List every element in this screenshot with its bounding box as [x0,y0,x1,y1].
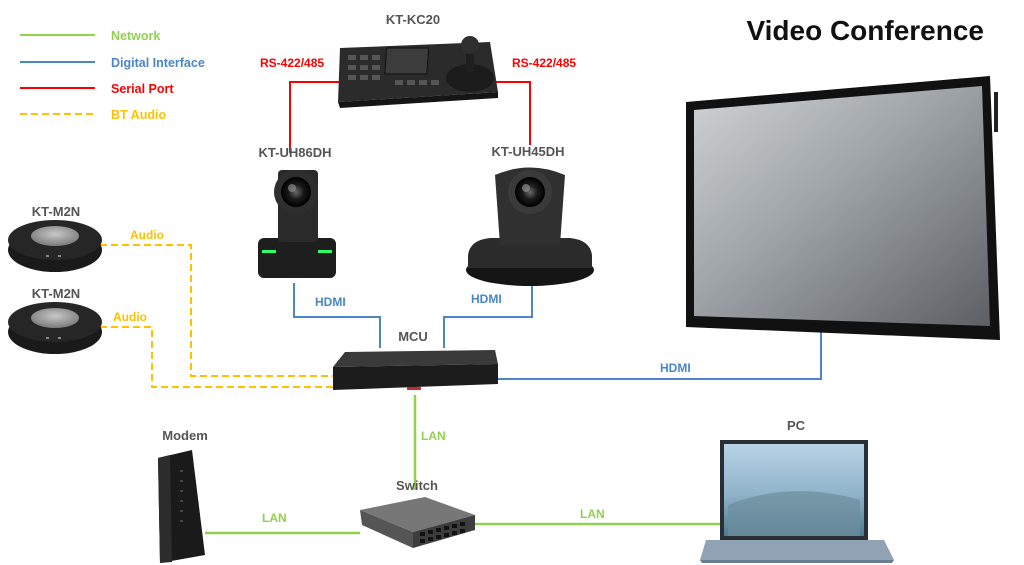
audio-line-top [100,244,333,377]
audio-label-top: Audio [130,228,164,242]
lan-label-modem: LAN [262,511,287,525]
hdmi-line-cam-left [293,283,381,348]
display-image [686,76,1000,340]
hdmi-label-display: HDMI [660,361,691,375]
serial-label-right: RS-422/485 [512,56,576,70]
controller-label: KT-KC20 [386,12,440,27]
camera-right-image [466,167,594,286]
page-title: Video Conference [746,15,984,46]
switch-label: Switch [396,478,438,493]
legend-serial-label: Serial Port [111,82,174,96]
audio-label-bottom: Audio [113,310,147,324]
camera-right-label: KT-UH45DH [492,144,565,159]
serial-line-right [493,81,531,145]
mcu-image [333,350,498,390]
legend-bt-audio-label: BT Audio [111,108,166,122]
serial-line-left [289,81,340,153]
legend-item-digital: Digital Interface [20,56,205,70]
connections [100,81,822,535]
camera-left-label: KT-UH86DH [259,145,332,160]
legend: Network Digital Interface Serial Port BT… [20,29,205,122]
mic-bottom-image [8,302,102,354]
lan-label-mcu: LAN [421,429,446,443]
mcu-label: MCU [398,329,428,344]
controller-image [338,36,498,108]
mic-bottom-label: KT-M2N [32,286,80,301]
lan-label-pc: LAN [580,507,605,521]
legend-item-bt-audio: BT Audio [20,108,166,122]
camera-left-image [258,170,336,278]
hdmi-line-display [498,332,822,380]
hdmi-label-cam-right: HDMI [471,292,502,306]
pc-image [700,440,894,563]
modem-label: Modem [162,428,208,443]
pc-label: PC [787,418,806,433]
switch-image [360,497,475,548]
mic-top-image [8,220,102,272]
audio-line-bottom [100,326,333,388]
legend-item-serial: Serial Port [20,82,174,96]
legend-network-label: Network [111,29,160,43]
mic-top-label: KT-M2N [32,204,80,219]
modem-image [158,450,205,563]
serial-label-left: RS-422/485 [260,56,324,70]
legend-item-network: Network [20,29,160,43]
hdmi-label-cam-left: HDMI [315,295,346,309]
legend-digital-label: Digital Interface [111,56,205,70]
hdmi-line-cam-right [443,283,533,348]
